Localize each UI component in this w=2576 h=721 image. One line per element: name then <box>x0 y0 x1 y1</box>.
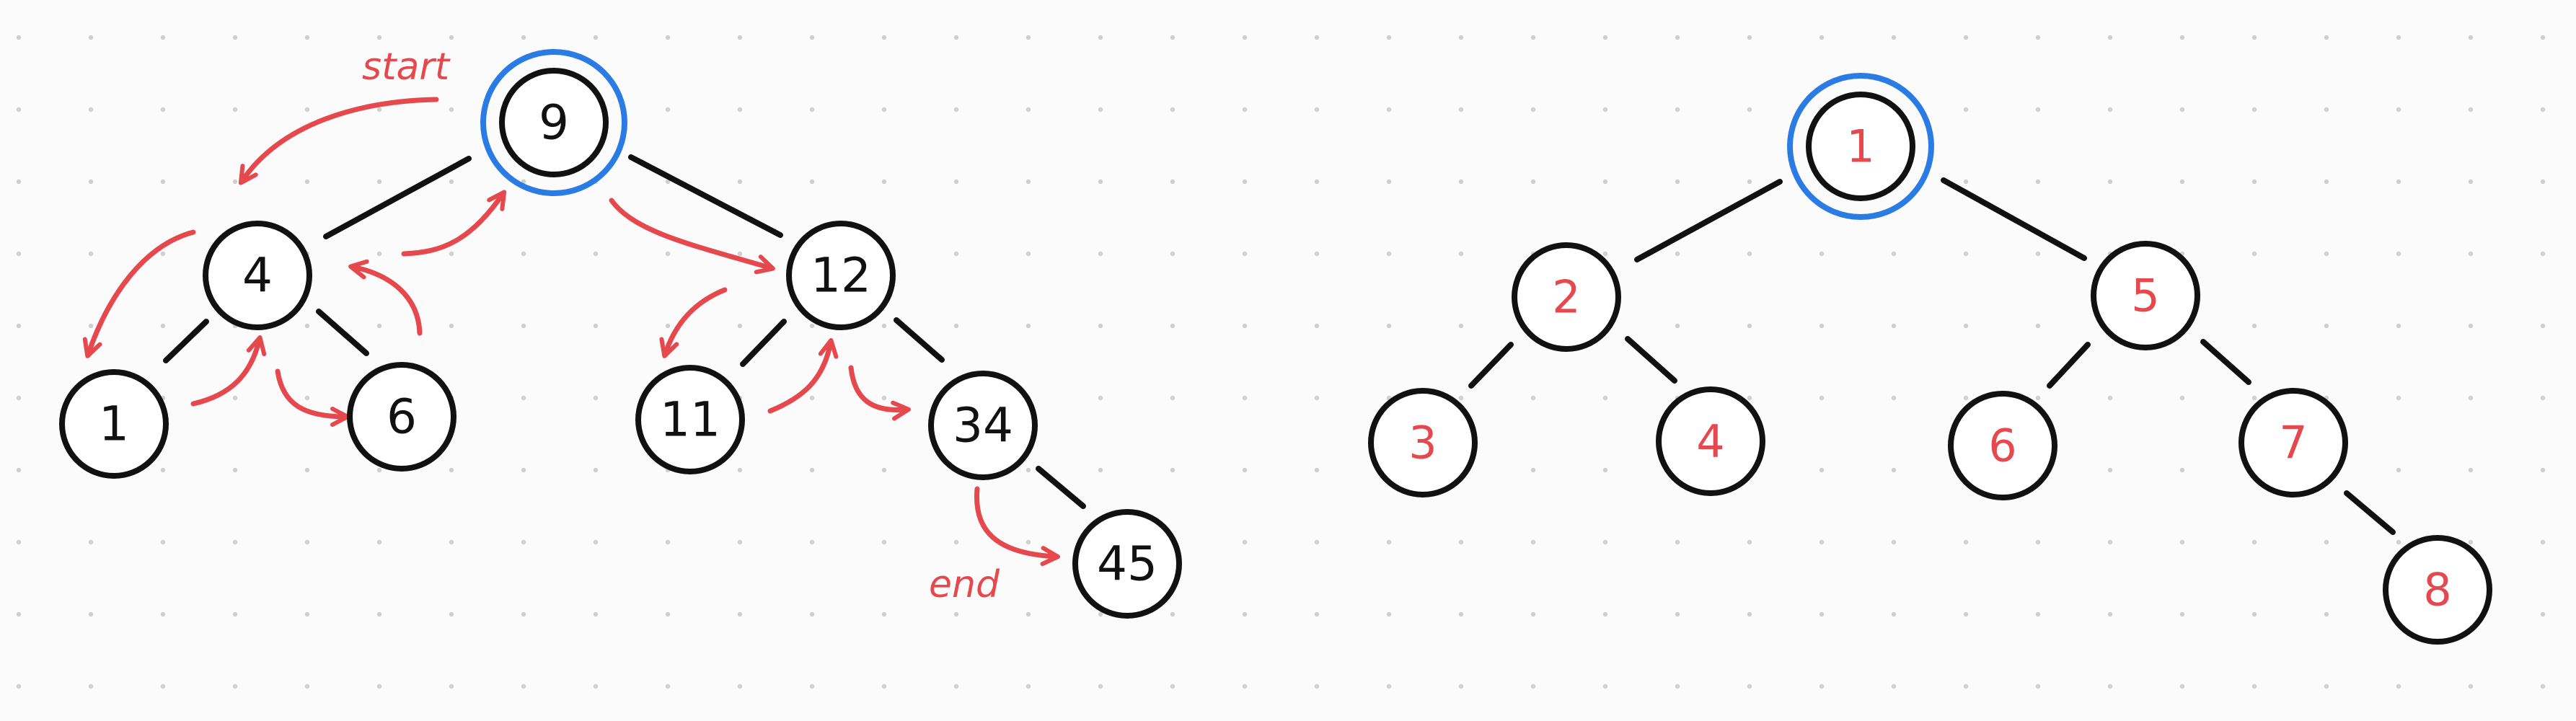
node-label: 6 <box>1988 420 2016 472</box>
start-label: start <box>362 45 451 89</box>
node-label: 45 <box>1097 536 1157 592</box>
trav-11-to-12 <box>767 338 839 414</box>
tree-node: 1 <box>1806 92 1915 201</box>
node-label: 4 <box>242 248 273 304</box>
node-label: 5 <box>2131 270 2159 322</box>
trav-34-to-45 <box>974 486 1060 567</box>
trav-4-to-9 <box>401 190 507 257</box>
edge-1-5 <box>1941 177 2087 261</box>
edge-2-4 <box>1625 336 1677 384</box>
node-label: 3 <box>1408 417 1437 469</box>
node-label: 2 <box>1552 271 1580 324</box>
trav-9-to-12 <box>609 198 775 275</box>
root-highlight-ring <box>480 49 627 196</box>
edge-7-8 <box>2344 490 2396 535</box>
trav-start-to-4 <box>238 97 439 185</box>
tree-node: 6 <box>1948 391 2057 500</box>
edge-9-12 <box>628 154 783 238</box>
tree-node: 6 <box>347 362 456 472</box>
edge-9-4 <box>323 156 472 239</box>
tree-node: 4 <box>203 221 312 330</box>
node-label: 6 <box>387 389 417 445</box>
tree-node: 4 <box>1656 386 1765 496</box>
node-label: 9 <box>539 95 569 151</box>
node-label: 1 <box>1846 120 1874 173</box>
tree-node: 11 <box>635 365 745 474</box>
tree-node: 5 <box>2091 241 2200 350</box>
edge-4-1 <box>163 319 209 363</box>
trav-4-to-1 <box>82 229 196 358</box>
tree-node: 8 <box>2383 535 2492 645</box>
trav-1-to-4 <box>190 335 267 407</box>
edge-1-2 <box>1634 179 1783 262</box>
trav-12-to-11 <box>659 287 728 358</box>
node-label: 1 <box>99 397 129 452</box>
trav-4-to-6 <box>275 368 350 427</box>
tree-node: 1 <box>59 369 169 479</box>
edge-2-3 <box>1468 342 1514 389</box>
tree-node: 3 <box>1368 388 1478 497</box>
edge-5-6 <box>2047 342 2091 389</box>
left-tree: start end 9 4 12 1 6 11 <box>59 45 1182 619</box>
trav-12-to-34 <box>848 365 911 421</box>
node-label: 4 <box>1696 415 1724 468</box>
tree-node: 12 <box>786 221 896 330</box>
right-tree: 1 2 5 3 4 6 7 8 <box>1368 73 2492 645</box>
tree-node: 45 <box>1072 509 1182 619</box>
node-label: 11 <box>660 392 720 448</box>
edge-4-6 <box>316 309 369 356</box>
root-highlight-ring <box>1787 73 1934 220</box>
edge-12-11 <box>740 319 787 367</box>
edge-12-34 <box>894 317 945 363</box>
node-label: 7 <box>2279 417 2307 469</box>
trav-6-to-4 <box>348 259 423 336</box>
node-label: 12 <box>811 248 871 304</box>
tree-node: 9 <box>499 68 609 177</box>
edge-5-7 <box>2200 339 2251 385</box>
end-label: end <box>929 563 1000 606</box>
node-label: 34 <box>953 398 1013 454</box>
traversal-path <box>82 97 1060 567</box>
node-label: 8 <box>2423 564 2451 616</box>
edge-34-45 <box>1036 466 1086 509</box>
tree-node: 2 <box>1512 242 1621 352</box>
tree-node: 34 <box>928 371 1038 480</box>
tree-node: 7 <box>2238 388 2348 497</box>
